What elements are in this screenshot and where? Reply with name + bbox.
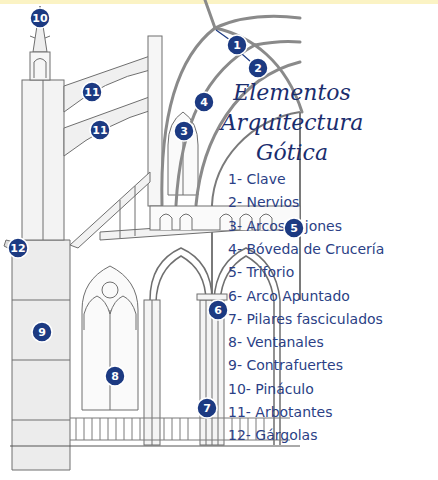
callout-number: 6 xyxy=(214,305,222,316)
legend-item: 12- Gárgolas xyxy=(228,426,317,444)
pinnacle xyxy=(30,52,50,80)
callout-number: 11 xyxy=(81,81,103,103)
callout-number: 2 xyxy=(247,57,269,79)
callout-circle xyxy=(105,366,125,386)
pinnacle xyxy=(30,36,35,38)
callout-number: 1 xyxy=(226,34,248,56)
callout-number: 1 xyxy=(233,40,241,51)
legend-item: 2- Nervios xyxy=(228,193,299,211)
legend-item: 10- Pináculo xyxy=(228,380,314,398)
pinnacle xyxy=(34,59,46,79)
callout-circle xyxy=(174,121,194,141)
buttress-pier xyxy=(43,80,44,240)
legend-item: 7- Pilares fasciculados xyxy=(228,310,383,328)
callout-circle xyxy=(194,92,214,112)
callout-circle xyxy=(248,58,268,78)
leader-line xyxy=(242,54,251,62)
triforium xyxy=(180,214,192,230)
aisle-roof xyxy=(135,186,136,236)
clustered-pillar xyxy=(144,300,160,445)
callout-circle xyxy=(284,218,304,238)
callout-number: 8 xyxy=(111,371,119,382)
rib-vault xyxy=(255,41,300,45)
callout-number: 4 xyxy=(193,91,215,113)
flying-buttress xyxy=(64,56,152,156)
callout-circle xyxy=(32,322,52,342)
rib-vault xyxy=(205,0,215,28)
callout-circle xyxy=(208,300,228,320)
pinnacle xyxy=(30,6,50,80)
window-tracery xyxy=(110,310,111,410)
callout-number: 12 xyxy=(7,237,29,259)
callout-number: 6 xyxy=(207,299,229,321)
window-tracery xyxy=(102,282,118,298)
window-tracery xyxy=(82,266,138,410)
buttress-pier xyxy=(12,360,70,361)
leader-line xyxy=(216,30,251,62)
callout-number: 3 xyxy=(180,126,188,137)
clustered-pillar xyxy=(206,300,207,445)
clustered-pillar xyxy=(197,294,227,300)
balustrade xyxy=(10,446,300,447)
buttress-pier xyxy=(12,240,70,470)
clustered-pillar xyxy=(218,300,219,445)
callout-number: 8 xyxy=(104,365,126,387)
legend-item: 5- Triforio xyxy=(228,263,294,281)
buttress-pier xyxy=(12,300,70,301)
window-tracery xyxy=(84,296,110,330)
buttress-pier xyxy=(12,420,70,421)
top-band xyxy=(0,0,438,4)
leader-line xyxy=(216,30,230,40)
callout-number: 7 xyxy=(196,397,218,419)
callout-number: 7 xyxy=(203,403,211,414)
pinnacle xyxy=(33,6,47,52)
window-tracery xyxy=(110,296,136,330)
callout-number: 12 xyxy=(10,243,25,254)
legend-item: 1- Clave xyxy=(228,170,286,188)
buttress-pier xyxy=(22,80,64,240)
callout-number: 5 xyxy=(290,223,298,234)
callout-circle xyxy=(90,120,110,140)
clustered-pillar xyxy=(152,300,153,445)
flying-buttress xyxy=(64,96,152,156)
clustered-pillar xyxy=(144,294,227,445)
callout-circle xyxy=(30,8,50,28)
clustered-pillar xyxy=(212,300,213,445)
callout-number: 9 xyxy=(31,321,53,343)
callout-circle xyxy=(197,398,217,418)
callout-number: 10 xyxy=(29,7,51,29)
callout-number: 9 xyxy=(38,327,46,338)
callout-number: 10 xyxy=(32,13,47,24)
pointed-arch xyxy=(156,256,206,445)
callout-number: 11 xyxy=(92,125,107,136)
triforium xyxy=(160,214,172,230)
callout-number: 4 xyxy=(200,97,208,108)
callout-circle xyxy=(227,35,247,55)
callout-circle xyxy=(8,238,28,258)
legend-item: 6- Arco Apuntado xyxy=(228,287,350,305)
callout-number: 11 xyxy=(84,87,99,98)
legend-item: 11- Arbotantes xyxy=(228,403,332,421)
legend-item: 8- Ventanales xyxy=(228,333,324,351)
callout-number: 3 xyxy=(173,120,195,142)
aisle-roof xyxy=(120,200,121,238)
callout-circle xyxy=(82,82,102,102)
rib-vault xyxy=(162,28,215,205)
legend-item: 4- Bóveda de Crucería xyxy=(228,240,384,258)
callout-number: 5 xyxy=(283,217,305,239)
callout-number: 11 xyxy=(89,119,111,141)
diagram-title: Elementos Arquitectura Gótica xyxy=(212,78,372,168)
clustered-pillar xyxy=(200,300,224,445)
buttress-pier xyxy=(12,80,70,470)
rib-vault xyxy=(215,16,300,28)
pinnacle xyxy=(45,36,50,38)
legend-item: 9- Contrafuertes xyxy=(228,356,343,374)
callout-number: 2 xyxy=(254,63,262,74)
window-tracery xyxy=(82,266,138,410)
